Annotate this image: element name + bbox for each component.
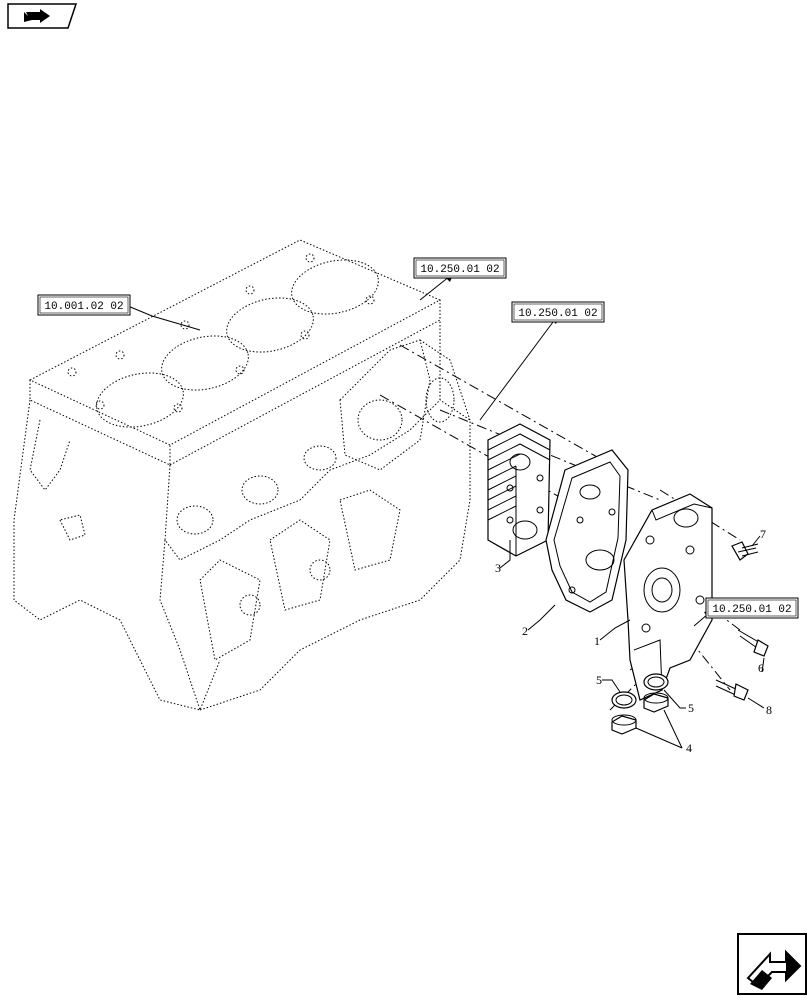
- part-2-gasket: [545, 449, 629, 613]
- reference-label-mid: 10.250.01 02: [518, 308, 597, 320]
- callout-7: 7: [760, 527, 766, 541]
- leader-lines: [127, 272, 765, 749]
- book-navigation-icon[interactable]: [7, 3, 78, 29]
- callout-4: 4: [686, 741, 692, 755]
- part-1-filter-housing: [623, 493, 713, 701]
- reference-box-mid[interactable]: 10.250.01 02: [511, 301, 605, 323]
- reference-label-right: 10.250.01 02: [712, 604, 791, 616]
- callout-3: 3: [495, 561, 501, 575]
- callout-6: 6: [758, 661, 764, 675]
- part-5-o-rings: [611, 673, 669, 709]
- part-4-plugs: [611, 692, 669, 735]
- part-7-bolt: [731, 541, 759, 561]
- callout-2: 2: [522, 624, 528, 638]
- reference-box-engine-block[interactable]: 10.001.02 02: [37, 294, 131, 316]
- callout-8: 8: [766, 703, 772, 717]
- reference-label-engine-block: 10.001.02 02: [44, 301, 123, 313]
- callout-5-left: 5: [596, 673, 602, 687]
- reference-label-top: 10.250.01 02: [420, 264, 499, 276]
- part-3-oil-cooler: [487, 423, 551, 557]
- reference-box-top[interactable]: 10.250.01 02: [413, 257, 507, 279]
- next-page-arrow-icon[interactable]: [737, 933, 807, 995]
- callout-1: 1: [594, 634, 600, 648]
- reference-box-right[interactable]: 10.250.01 02: [705, 597, 799, 619]
- callout-5-right: 5: [688, 701, 694, 715]
- engine-block-drawing: [13, 239, 471, 711]
- part-8-bolt: [715, 679, 749, 701]
- part-6-bolt: [737, 629, 769, 657]
